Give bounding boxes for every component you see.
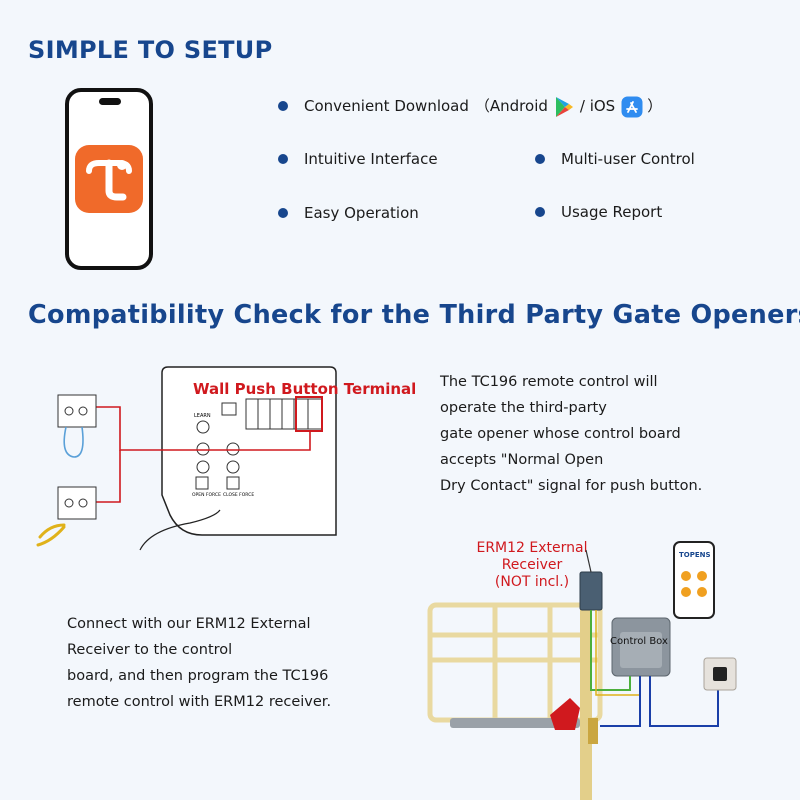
red-wire-bottom xyxy=(96,450,121,503)
knob xyxy=(196,442,210,456)
instruction-line: Receiver to the control xyxy=(67,642,233,658)
cable-wire xyxy=(139,509,221,551)
receiver-pointer xyxy=(585,549,592,573)
connect-instructions: Connect with our ERM12 External Receiver… xyxy=(67,611,397,715)
blue-wire-2 xyxy=(649,676,719,727)
section-title-compatibility: Compatibility Check for the Third Party … xyxy=(28,300,800,330)
app-button xyxy=(697,571,707,581)
tuya-app-icon xyxy=(75,145,143,213)
instruction-line: board, and then program the TC196 xyxy=(67,668,329,684)
learn-label: LEARN xyxy=(194,413,211,419)
terminal-label: Wall Push Button Terminal xyxy=(193,380,417,398)
feature-label: Multi-user Control xyxy=(561,150,695,168)
description-line: accepts "Normal Open xyxy=(440,452,604,468)
bullet-icon xyxy=(278,154,288,164)
app-button xyxy=(681,571,691,581)
feature-extra-open: （Android xyxy=(474,97,548,115)
feature-extra-mid: / iOS xyxy=(579,96,616,115)
control-board-diagram: LEARN OPEN FORCE CLOSE FORCE xyxy=(36,366,337,551)
terminal-block xyxy=(245,396,323,432)
control-box-lid xyxy=(620,632,662,668)
description-line: Dry Contact" signal for push button. xyxy=(440,478,703,494)
bullet-icon xyxy=(535,154,545,164)
phone-notch xyxy=(99,98,121,105)
feature-easy: Easy Operation xyxy=(278,204,419,222)
blue-wire-1 xyxy=(600,676,641,727)
post-bracket xyxy=(588,718,598,744)
close-force-label: CLOSE FORCE xyxy=(223,492,254,498)
wire-cutter-connector xyxy=(36,486,97,547)
close-force-dial xyxy=(226,476,240,490)
gate-opener-arm xyxy=(450,698,580,730)
gate-post xyxy=(580,590,592,800)
knob xyxy=(226,460,240,474)
feature-multiuser: Multi-user Control xyxy=(535,150,695,168)
app-button xyxy=(681,587,691,597)
bullet-icon xyxy=(278,208,288,218)
feature-label: Convenient Download xyxy=(304,96,469,115)
erm12-receiver xyxy=(579,571,603,611)
description-line: The TC196 remote control will xyxy=(440,374,658,390)
wall-button-center xyxy=(713,667,727,681)
feature-label: Usage Report xyxy=(561,203,663,221)
app-button xyxy=(697,587,707,597)
google-play-icon xyxy=(554,96,574,117)
feature-usage: Usage Report xyxy=(535,203,662,221)
feature-intuitive: Intuitive Interface xyxy=(278,150,438,168)
bullet-icon xyxy=(278,100,288,111)
board-chip xyxy=(221,402,237,416)
phone-illustration xyxy=(65,88,153,270)
receiver-label: ERM12 External Receiver (NOT incl.) xyxy=(452,540,612,591)
green-wire xyxy=(590,610,631,691)
phone-brand-label: TOPENS xyxy=(679,551,711,559)
learn-button xyxy=(196,420,210,434)
description-line: operate the third-party xyxy=(440,400,607,416)
bullet-icon xyxy=(535,207,545,217)
smartphone xyxy=(673,541,715,619)
knob xyxy=(196,460,210,474)
description-line: gate opener whose control board xyxy=(440,426,681,442)
receiver-label-line: Receiver xyxy=(501,557,563,573)
receiver-label-line: (NOT incl.) xyxy=(494,574,570,590)
feature-label: Easy Operation xyxy=(304,204,419,222)
app-store-icon xyxy=(621,96,643,117)
feature-label: Intuitive Interface xyxy=(304,150,438,168)
open-force-dial xyxy=(195,476,209,490)
feature-download: Convenient Download （Android / iOS ） xyxy=(278,95,663,117)
receiver-label-line: ERM12 External xyxy=(476,540,588,556)
knob xyxy=(226,442,240,456)
open-force-label: OPEN FORCE xyxy=(192,492,221,498)
compat-description: The TC196 remote control will operate th… xyxy=(440,369,790,499)
section-title-setup: SIMPLE TO SETUP xyxy=(28,36,273,64)
feature-extra-close: ） xyxy=(647,97,663,115)
gate-installation-illustration: TOPENS Control Box xyxy=(427,541,737,800)
control-box-label: Control Box xyxy=(610,636,668,647)
instruction-line: Connect with our ERM12 External xyxy=(67,616,311,632)
instruction-line: remote control with ERM12 receiver. xyxy=(67,694,332,710)
jumper-connector xyxy=(57,394,97,458)
